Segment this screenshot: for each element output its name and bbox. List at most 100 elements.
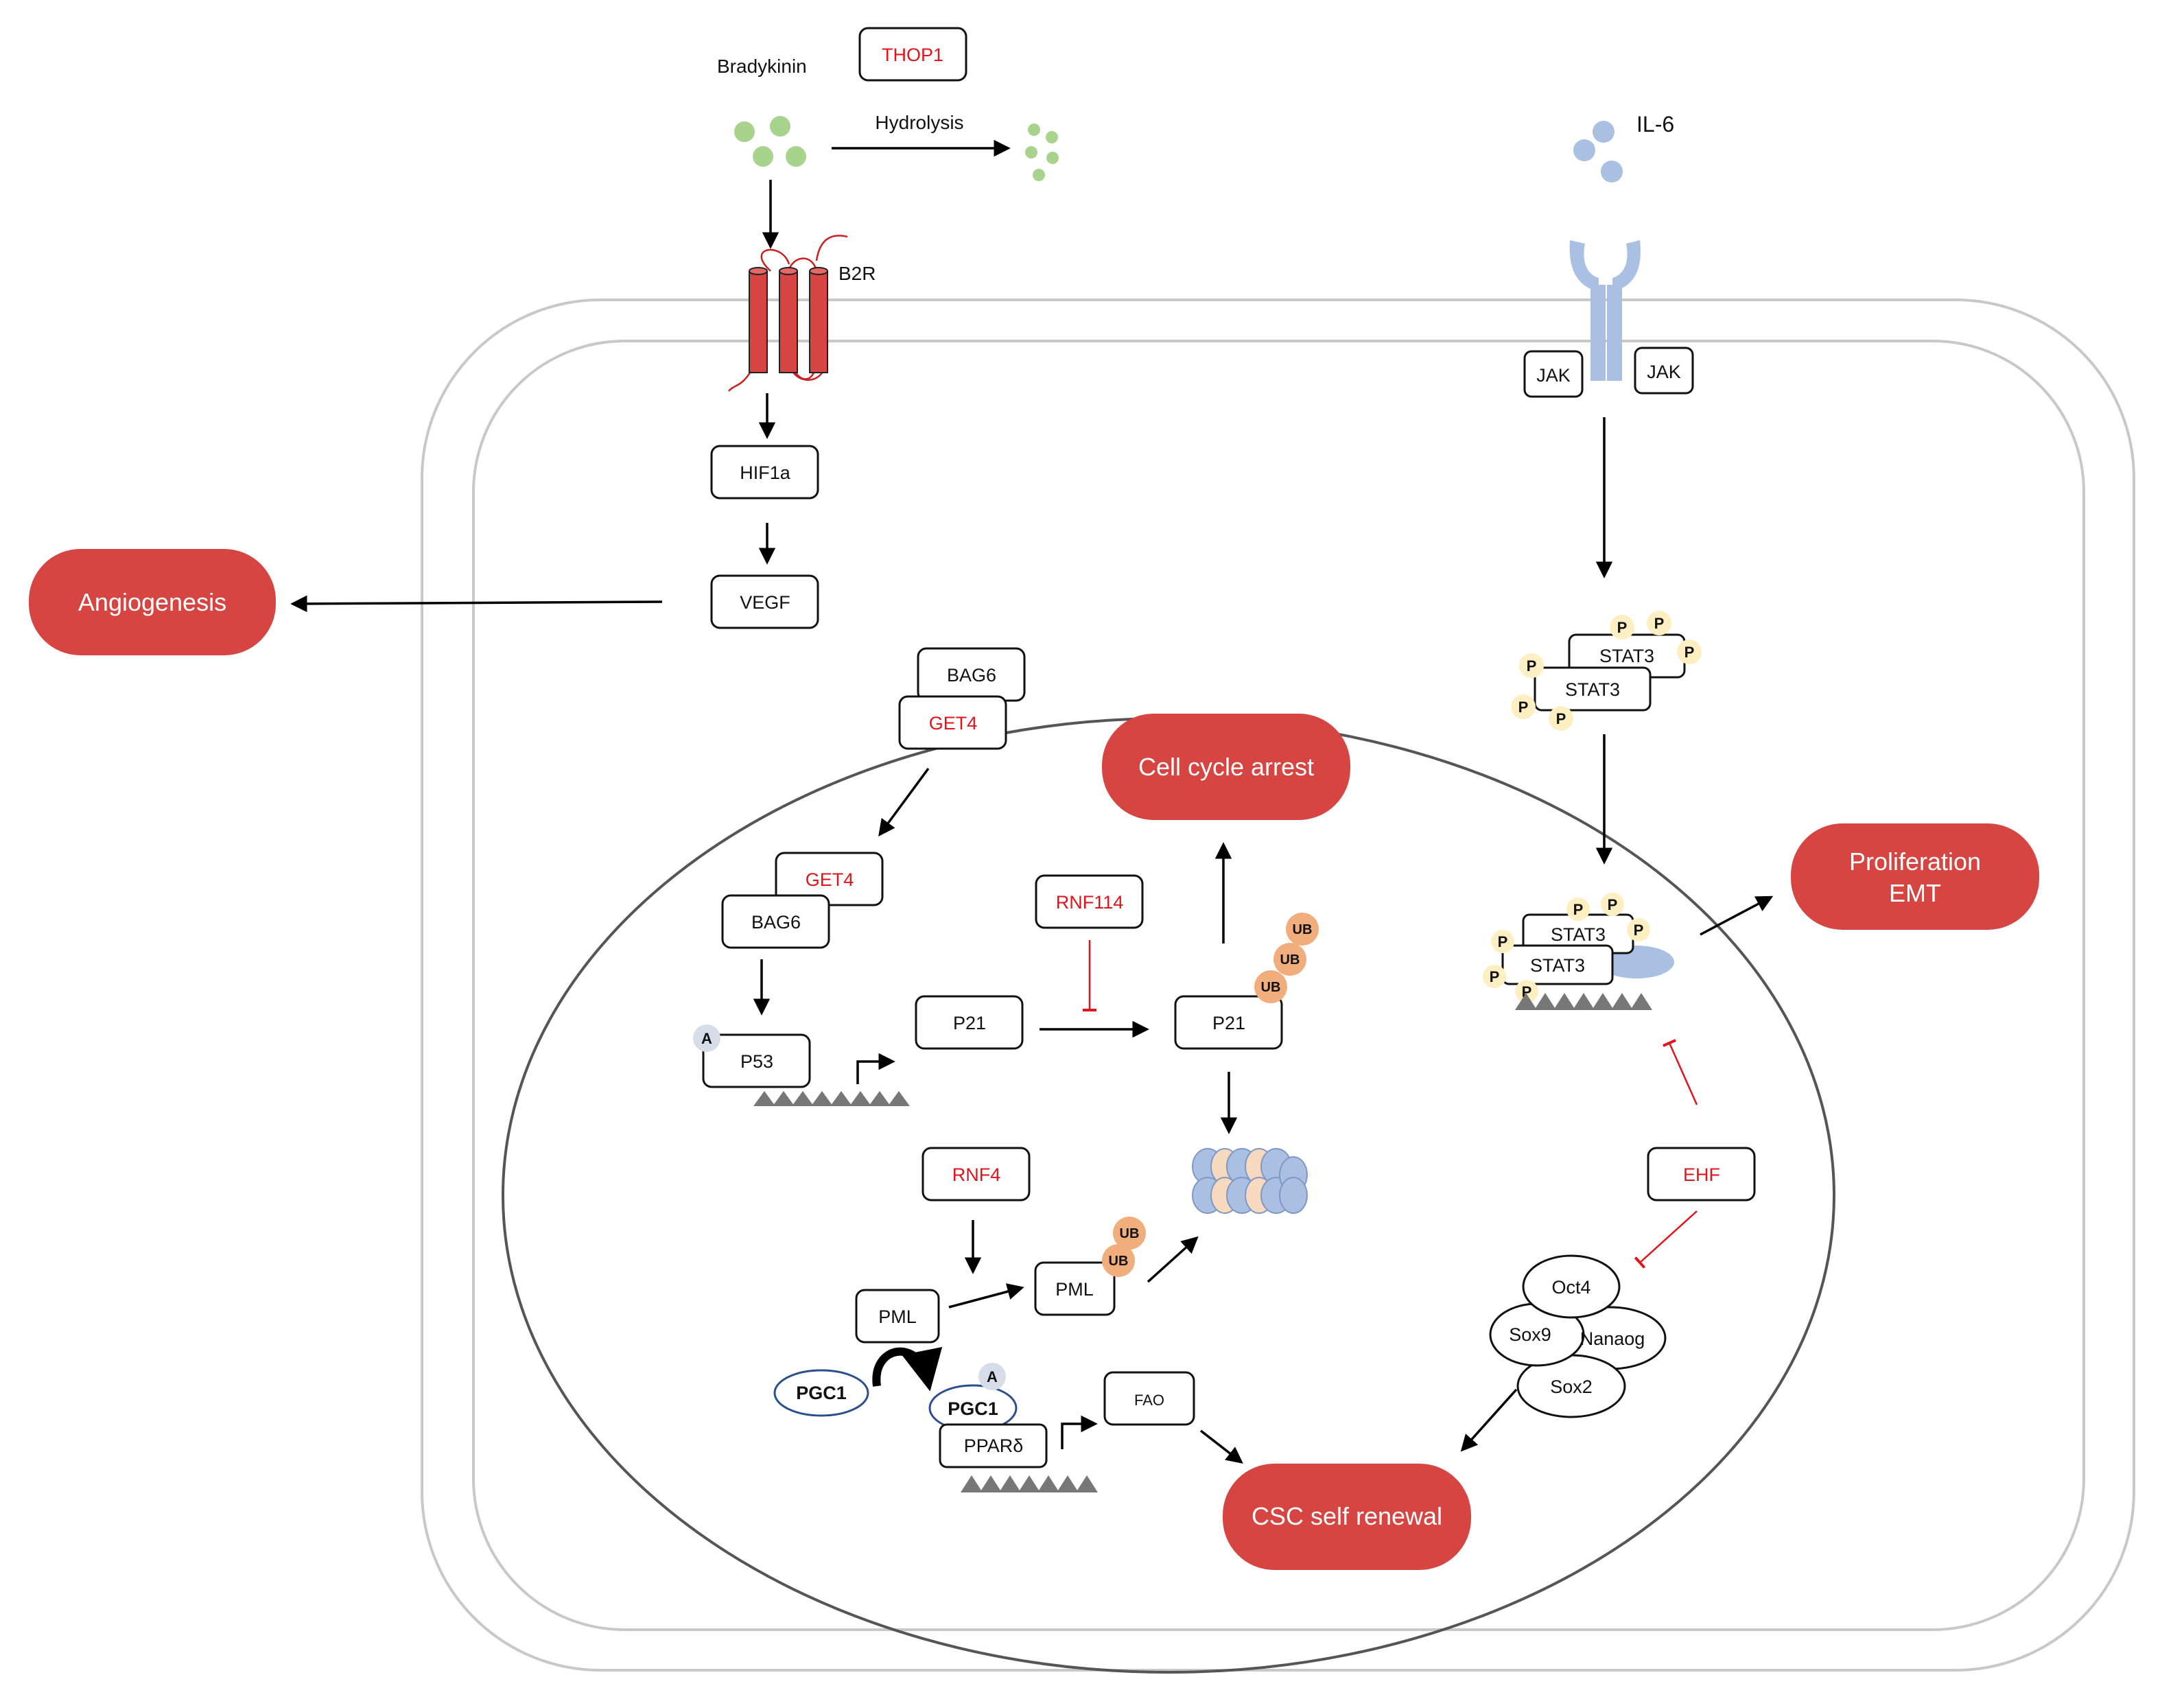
ppard-label: PPARδ xyxy=(964,1436,1024,1456)
get4-nuclear-label: GET4 xyxy=(806,869,854,890)
fao-to-csc-arrow xyxy=(1199,1429,1243,1464)
cell-membrane-outer xyxy=(421,298,2135,1672)
vegf-box xyxy=(710,574,819,629)
vegf-to-angiogenesis-arrow xyxy=(290,595,663,613)
ub-label-2: UB xyxy=(1280,952,1300,968)
pml-left-label: PML xyxy=(878,1307,917,1327)
ppard-box xyxy=(939,1423,1048,1468)
fao-label: FAO xyxy=(1134,1392,1164,1409)
bradykinin-molecules xyxy=(734,116,806,167)
phospho-nuc-4: P xyxy=(1498,933,1508,950)
bag6-nuclear-box xyxy=(721,894,830,949)
emt-label: EMT xyxy=(1889,879,1941,907)
pml-left-box xyxy=(855,1289,940,1344)
phospho-nuc-3: P xyxy=(1634,922,1644,939)
ehf-inhibits-stemness xyxy=(1634,1210,1698,1269)
jak-right-label: JAK xyxy=(1647,362,1681,382)
phospho-cyto-6: P xyxy=(1556,710,1566,727)
p21-right-label: P21 xyxy=(1212,1013,1245,1033)
il6-receptor xyxy=(1569,240,1641,381)
phospho-cyto-4: P xyxy=(1527,657,1537,675)
cell-membrane-inner xyxy=(472,340,2085,1631)
ub-label-1: UB xyxy=(1293,922,1313,937)
p21-left-box xyxy=(915,995,1024,1050)
ubiquitin-chain-p21 xyxy=(1254,913,1319,1003)
ehf-inhibits-stat3 xyxy=(1663,1039,1698,1105)
phospho-cyto-5: P xyxy=(1518,699,1529,716)
p21-left-label: P21 xyxy=(953,1013,986,1033)
acetyl-badge-p53 xyxy=(693,1024,720,1052)
cell-cycle-arrest-pill xyxy=(1102,714,1350,820)
jak-right-box xyxy=(1634,347,1694,395)
stemness-to-csc-arrow xyxy=(1460,1388,1518,1452)
bag6-nuclear-label: BAG6 xyxy=(751,912,801,933)
proliferation-emt-pill xyxy=(1791,823,2039,930)
nucleus-envelope xyxy=(502,717,1835,1674)
sox2-label: Sox2 xyxy=(1550,1376,1593,1397)
ub-badge-pml-2 xyxy=(1102,1244,1135,1277)
thop1-box xyxy=(858,27,967,82)
ub-label-pml-2: UB xyxy=(1109,1254,1129,1269)
angiogenesis-label: Angiogenesis xyxy=(78,588,226,616)
hif1a-box xyxy=(710,445,819,500)
oct4-label: Oct4 xyxy=(1551,1277,1590,1298)
phospho-cyto-3: P xyxy=(1684,644,1695,661)
b2r-label: B2R xyxy=(838,263,876,284)
stat3-cyto-lower-box xyxy=(1534,666,1652,712)
sox9-label: Sox9 xyxy=(1509,1324,1551,1345)
pml-right-box xyxy=(1034,1261,1116,1316)
rnf4-box xyxy=(921,1147,1031,1202)
nanaog-label: Nanaog xyxy=(1580,1328,1645,1349)
stat3-cyto-lower-label: STAT3 xyxy=(1565,679,1620,700)
hydrolyzed-fragments xyxy=(1025,124,1059,181)
ehf-label: EHF xyxy=(1683,1164,1720,1185)
p53-box xyxy=(702,1033,811,1088)
stat3-to-proliferation-arrow xyxy=(1700,895,1774,936)
dna-helix-ppard xyxy=(961,1475,1098,1492)
angiogenesis-pill xyxy=(29,549,276,655)
thop1-label: THOP1 xyxy=(882,45,943,65)
p53-label: P53 xyxy=(740,1051,773,1072)
hif1a-label: HIF1a xyxy=(740,462,791,483)
proliferation-label: Proliferation xyxy=(1849,847,1981,876)
ehf-box xyxy=(1647,1147,1756,1202)
pgc1-right-label: PGC1 xyxy=(948,1398,998,1419)
ub-badge-pml-1 xyxy=(1113,1217,1146,1250)
dna-helix-p53 xyxy=(753,1091,910,1106)
acetyl-label-pgc1: A xyxy=(987,1368,998,1385)
stat3-nuc-lower-box xyxy=(1501,944,1614,985)
il6-label: IL-6 xyxy=(1636,112,1674,137)
rnf4-label: RNF4 xyxy=(952,1164,1001,1185)
il6-molecules xyxy=(1573,121,1623,183)
phospho-cyto-1: P xyxy=(1617,619,1628,636)
get4-top-box xyxy=(898,695,1007,750)
cell-cycle-arrest-label: Cell cycle arrest xyxy=(1138,753,1314,781)
fao-box xyxy=(1103,1371,1195,1426)
hydrolysis-label: Hydrolysis xyxy=(875,112,963,133)
ub-label-3: UB xyxy=(1261,980,1281,995)
phospho-nuc-2: P xyxy=(1608,896,1618,913)
phospho-cyto-2: P xyxy=(1654,615,1665,632)
stemness-factor-cluster xyxy=(1489,1254,1667,1418)
phospho-badges-nuc xyxy=(1483,893,1650,1003)
pml-to-proteasome-arrow xyxy=(1147,1236,1199,1283)
stat3-nuc-upper-label: STAT3 xyxy=(1551,924,1606,945)
dna-helix-stat3 xyxy=(1515,993,1652,1010)
rnf114-box xyxy=(1035,874,1144,929)
bag6-top-label: BAG6 xyxy=(947,665,996,686)
pml-acetylation-curve xyxy=(872,1346,943,1392)
p53-transcription-arrow xyxy=(856,1053,895,1084)
phospho-nuc-5: P xyxy=(1490,968,1500,985)
phospho-nuc-1: P xyxy=(1573,901,1584,918)
jak-left-label: JAK xyxy=(1536,365,1571,386)
get4-top-label: GET4 xyxy=(929,713,978,734)
jak-left-box xyxy=(1523,350,1584,398)
pgc1-left-oval xyxy=(773,1369,869,1417)
pml-right-label: PML xyxy=(1055,1279,1094,1300)
rnf114-label: RNF114 xyxy=(1056,892,1124,913)
pgc1-left-label: PGC1 xyxy=(796,1383,847,1403)
p21-right-box xyxy=(1174,995,1283,1050)
b2r-receptor xyxy=(728,235,848,392)
